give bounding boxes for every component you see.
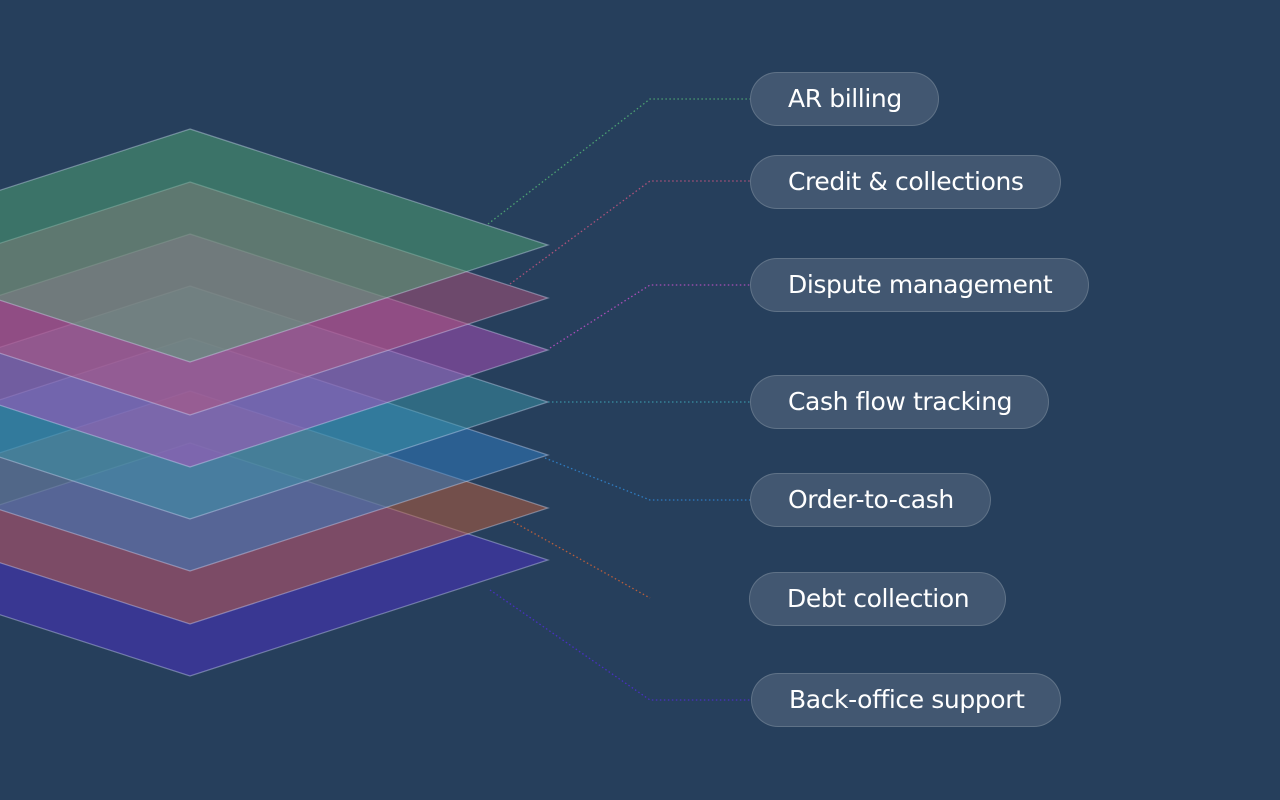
connector-line-4 [544,457,750,501]
label-pill-cash-flow-tracking: Cash flow tracking [750,375,1050,429]
connector-line-0 [487,98,750,225]
connector-line-2 [549,284,750,349]
connector-line-1 [509,180,750,285]
label-pill-credit-collections: Credit & collections [750,155,1061,209]
label-pill-ar-billing: AR billing [750,72,939,126]
connector-line-6 [489,589,750,701]
label-pill-dispute-management: Dispute management [750,258,1090,312]
label-pill-debt-collection: Debt collection [749,572,1007,626]
label-pill-order-to-cash: Order-to-cash [750,473,991,527]
connector-line-5 [509,519,651,599]
layer-plane-0 [0,128,550,363]
label-pill-back-office-support: Back-office support [751,673,1062,727]
